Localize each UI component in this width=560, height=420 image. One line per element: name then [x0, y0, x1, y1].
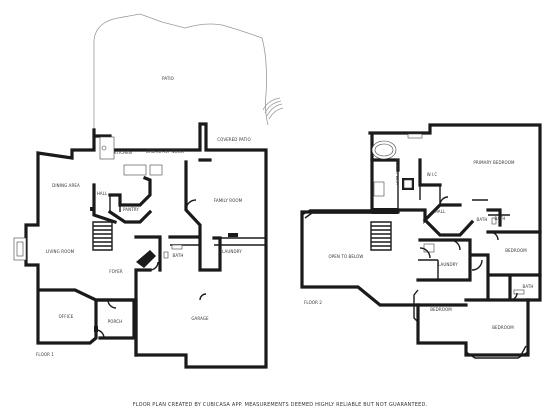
room-kitchen: KITCHEN — [114, 150, 132, 155]
bath-3-vanity-icon — [513, 289, 525, 295]
room-open-to-below: OPEN TO BELOW — [329, 254, 364, 259]
room-hall-2: HALL — [435, 209, 446, 214]
room-porch: PORCH — [108, 319, 122, 324]
floor-1-exterior-walls — [24, 122, 268, 369]
floor-1-label: FLOOR 1 — [36, 352, 54, 357]
room-foyer: FOYER — [109, 269, 123, 274]
room-patio: PATIO — [162, 76, 174, 81]
breakfast-table — [149, 164, 163, 176]
room-bedroom-2: BEDROOM — [430, 307, 452, 312]
room-bedroom-3: BEDROOM — [492, 325, 514, 330]
room-laundry: LAUNDRY — [222, 249, 242, 254]
doors-floor-2 — [439, 196, 518, 301]
floor-2-exterior-walls — [300, 123, 542, 357]
room-bath-1: BATH — [476, 217, 487, 222]
floor-2-plan: PRIMARY BATH W.I.C PRIMARY BEDROOM HALL … — [300, 123, 542, 359]
kitchen-counter — [99, 136, 115, 160]
stair-landing-solid — [372, 208, 398, 214]
bath-2-toilet-icon — [491, 217, 497, 225]
floor-2-stairs — [370, 221, 392, 251]
room-office: OFFICE — [59, 314, 74, 319]
column-solid — [90, 207, 94, 211]
floor-1-stairs — [92, 221, 113, 251]
room-primary-bath: PRIMARY BATH — [395, 159, 399, 185]
floor-1-partitions — [109, 195, 266, 270]
room-covered-patio: COVERED PATIO — [217, 137, 250, 142]
room-pantry: PANTRY — [123, 207, 139, 212]
footer-disclaimer: FLOOR PLAN CREATED BY CUBICASA APP. MEAS… — [133, 402, 428, 408]
fireplace-hearth — [16, 241, 24, 257]
floor-2-label: FLOOR 2 — [304, 300, 322, 305]
room-wic: W.I.C — [427, 172, 438, 177]
room-living-room: LIVING ROOM — [46, 249, 75, 254]
room-bath-2: BATH — [494, 216, 505, 221]
patio-outline — [93, 13, 269, 130]
room-bath: BATH — [172, 253, 183, 258]
kitchen-island — [123, 164, 147, 176]
family-fireplace-icon — [228, 233, 238, 237]
bay-windows — [301, 209, 529, 359]
laundry-door — [419, 247, 431, 259]
room-laundry-2: LAUNDRY — [438, 262, 458, 267]
doors-floor-1 — [95, 199, 207, 339]
entry-solid — [94, 326, 98, 332]
room-primary-bedroom: PRIMARY BEDROOM — [473, 160, 515, 165]
room-dining-area: DINING AREA — [52, 183, 80, 188]
shower-icon — [373, 181, 385, 197]
room-family-room: FAMILY ROOM — [214, 198, 243, 203]
patio-steps — [262, 97, 284, 120]
floor-1-interior-walls — [92, 158, 222, 357]
room-bedroom-1: BEDROOM — [505, 248, 527, 253]
floor-1-plan: PATIO KITCHEN BREAKFAST NOOK COVERED PAT… — [13, 13, 284, 369]
floor-2-partitions — [397, 170, 510, 280]
toilet-icon — [163, 251, 169, 259]
room-breakfast-nook: BREAKFAST NOOK — [146, 149, 184, 154]
wardrobe-icon — [403, 179, 413, 189]
room-bath-3: BATH — [522, 284, 533, 289]
laundry-machine-icon — [423, 243, 435, 253]
room-garage: GARAGE — [191, 316, 209, 321]
vanity-2-icon — [407, 133, 423, 139]
room-hall: HALL — [97, 191, 108, 196]
vanity-icon — [171, 244, 183, 250]
understair-solid — [136, 250, 156, 268]
tub-inner — [374, 143, 394, 157]
sink-icon — [101, 145, 107, 151]
